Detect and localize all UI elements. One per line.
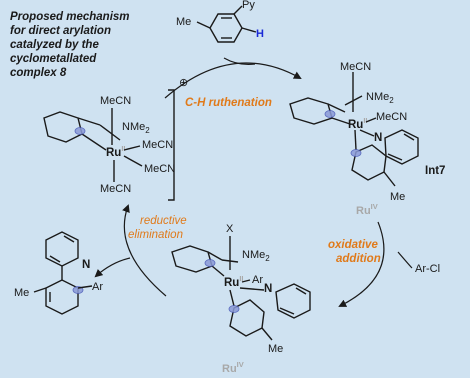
- title-block: Proposed mechanism for direct arylation …: [10, 11, 130, 79]
- arrow-ch-ruthenation: [164, 62, 302, 99]
- title-line-5: complex 8: [10, 67, 67, 79]
- int7-mecn-right: MeCN: [376, 111, 407, 123]
- arrow-product-release: [94, 257, 131, 278]
- cation-charge: ⊕: [179, 77, 188, 89]
- complex-8: ⊕ MeCN NMe2 RuII MeCN MeCN MeCN: [43, 77, 188, 201]
- step-ch-ruthenation: C-H ruthenation: [185, 97, 272, 109]
- ru4-aryl-ring: [171, 245, 213, 273]
- int7-pyridine-ring: [384, 129, 419, 165]
- ru4-ru: RuII: [224, 274, 244, 289]
- ru4-x-label: X: [226, 223, 234, 235]
- product-tolyl-ring: [45, 279, 79, 315]
- product-arylated: N Me Ar: [14, 231, 103, 315]
- c8-aryl-ring: [43, 111, 83, 143]
- ru4-nme2: NMe2: [242, 249, 270, 263]
- product-ar: Ar: [92, 281, 103, 293]
- step-oxidative-1: oxidative: [328, 239, 378, 251]
- int7-nme2: NMe2: [366, 91, 394, 105]
- title-line-4: cyclometallated: [10, 53, 97, 65]
- c8-highlight-spot: [74, 127, 86, 135]
- c8-nme2: NMe2: [122, 121, 150, 135]
- int7-pyridine-n: N: [374, 132, 382, 144]
- product-me: Me: [14, 287, 29, 299]
- c8-mecn-right-2: MeCN: [144, 163, 175, 175]
- ru4-pyridine-n: N: [264, 283, 272, 295]
- int7-mecn-top: MeCN: [340, 61, 371, 73]
- substrate-tolylpyridine: Me Py H: [176, 0, 264, 43]
- substrate-py-label: Py: [242, 0, 255, 11]
- step-reductive-2: elimination: [128, 229, 183, 241]
- int7-ru-oxidation: RuIV: [356, 202, 378, 217]
- ru4-highlight-spot-1: [204, 259, 216, 267]
- int7-complex: MeCN NMe2 RuII MeCN N Me Int7 RuIV: [289, 61, 445, 217]
- product-n: N: [82, 259, 90, 271]
- step-reductive-1: reductive: [140, 215, 187, 227]
- arrow-reductive-elimination: [122, 204, 167, 297]
- arrow-substrate-entry: [223, 57, 256, 65]
- ru4-ru-oxidation: RuIV: [222, 360, 244, 375]
- title-line-1: Proposed mechanism: [10, 11, 130, 23]
- c8-mecn-bottom: MeCN: [100, 183, 131, 195]
- arrow-arcl-entry: [397, 251, 413, 269]
- int7-highlight-spot-1: [324, 110, 336, 118]
- product-pyridine-ring: [45, 231, 79, 267]
- ru4-pyridine-ring: [275, 283, 311, 319]
- ru4-complex-bottom: X NMe2 RuII Ar N Me RuIV: [171, 223, 311, 375]
- ru4-me: Me: [268, 343, 283, 355]
- int7-me: Me: [390, 191, 405, 203]
- title-line-3: catalyzed by the: [10, 39, 99, 51]
- substrate-h-label: H: [256, 28, 264, 40]
- title-line-2: for direct arylation: [10, 25, 111, 37]
- reagent-ar-cl: Ar-Cl: [415, 263, 440, 275]
- int7-aryl-ring: [289, 97, 333, 125]
- cation-bracket: [168, 89, 175, 201]
- int7-ru: RuII: [348, 116, 368, 131]
- arrow-oxidative-addition: [338, 221, 385, 307]
- ru4-highlight-spot-2: [228, 305, 240, 313]
- substrate-me-label: Me: [176, 16, 191, 28]
- int7-highlight-spot-2: [350, 149, 362, 157]
- c8-mecn-right-1: MeCN: [142, 139, 173, 151]
- ru4-ar: Ar: [252, 274, 263, 286]
- c8-ru: RuII: [106, 144, 126, 159]
- c8-mecn-top: MeCN: [100, 95, 131, 107]
- int7-label: Int7: [425, 165, 445, 177]
- step-oxidative-2: addition: [336, 253, 381, 265]
